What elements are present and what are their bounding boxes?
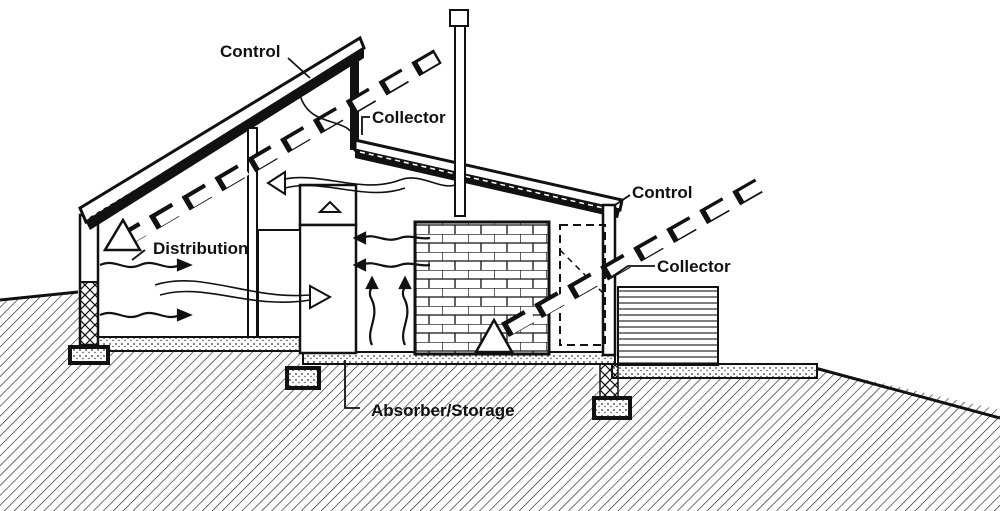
siding-annex [617,286,719,366]
left-wall [78,213,100,347]
right-glazing [559,224,606,346]
interior-walls [247,127,358,355]
control-label-right: Control [632,183,692,202]
air-flow-arrows [99,94,456,346]
control-label-upper: Control [220,42,280,61]
collector-label-upper: Collector [372,108,446,127]
chimney [449,9,469,217]
leader-lines [131,57,655,409]
collector-label-right: Collector [657,257,731,276]
masonry-storage-wall [413,220,551,356]
sun-rays [115,48,769,337]
upper-collector-roof [78,35,366,230]
sun-triangle-markers [102,217,143,252]
distribution-label: Distribution [153,239,248,258]
absorber-storage-label: Absorber/Storage [371,401,515,420]
